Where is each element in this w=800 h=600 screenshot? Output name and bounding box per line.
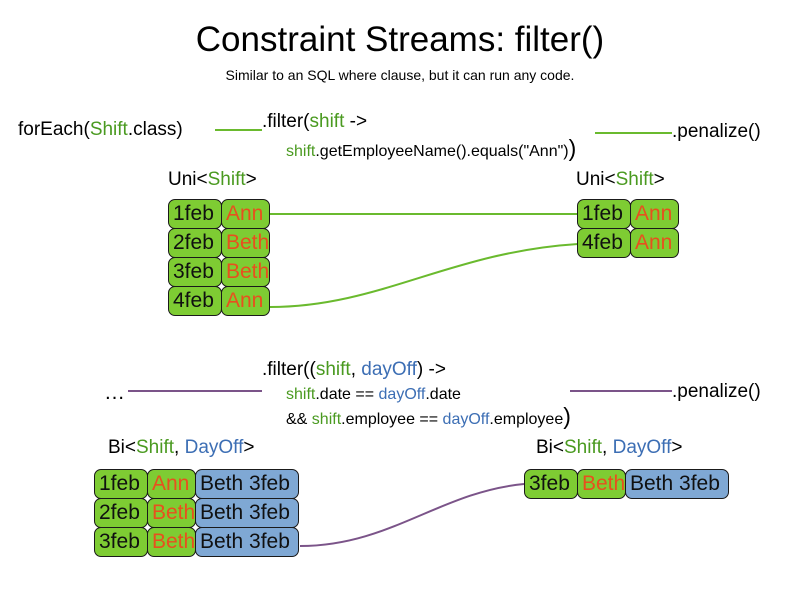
bi-output-label: Bi<Shift, DayOff> [536,436,682,459]
cell-date: 4feb [168,286,222,316]
table-row[interactable]: 1feb Ann [168,199,270,229]
bi-input-label: Bi<Shift, DayOff> [108,436,254,459]
table-row[interactable]: 4feb Ann [168,286,270,316]
bi-output-table: 3feb Beth Beth 3feb [524,469,729,499]
cell-date: 1feb [577,199,631,229]
cell-name: Beth [221,228,270,258]
bi-filter-arrow: ) -> [416,359,446,380]
bi-filter-l3-prefix: && [286,411,312,428]
uni-filter-body-var: shift [286,143,316,160]
uni-filter-line1: .filter(shift -> [262,110,367,133]
bi-filter-head: .filter(( [262,359,316,380]
uni-input-label-suffix: > [245,169,257,190]
bi-output-label-type2: DayOff [612,437,672,458]
bi-output-label-suffix: > [671,437,683,458]
bi-input-label-prefix: Bi< [108,437,136,458]
bi-filter-close: ) [563,403,571,429]
uni-output-label-type: Shift [615,169,654,190]
bi-input-label-type1: Shift [136,437,175,458]
cell-date: 3feb [94,527,148,557]
uni-input-label-prefix: Uni< [168,169,208,190]
foreach-expression: forEach(Shift.class) [18,118,183,141]
uni-filter-head: .filter( [262,111,310,132]
cell-date: 1feb [168,199,222,229]
cell-date: 2feb [94,498,148,528]
cell-date: 3feb [168,257,222,287]
uni-input-label-type: Shift [207,169,246,190]
foreach-type: Shift [89,119,128,140]
foreach-prefix: forEach( [18,119,90,140]
bi-filter-l2-var2: dayOff [378,386,426,403]
table-row[interactable]: 3feb Beth [168,257,270,287]
cell-dayoff: Beth 3feb [195,469,299,499]
cell-date: 2feb [168,228,222,258]
table-row[interactable]: 3feb Beth Beth 3feb [524,469,729,499]
bi-filter-param1: shift [315,359,351,380]
bi-output-label-comma: , [602,437,613,458]
cell-name: Ann [630,228,679,258]
bi-input-table: 1feb Ann Beth 3feb 2feb Beth Beth 3feb 3… [94,469,299,557]
uni-output-label-suffix: > [653,169,665,190]
page-subtitle: Similar to an SQL where clause, but it c… [225,67,575,83]
bi-filter-l3-mid: .employee == [341,411,443,428]
table-row[interactable]: 4feb Ann [577,228,679,258]
cell-dayoff: Beth 3feb [625,469,729,499]
page-title: Constraint Streams: filter() [195,20,605,59]
cell-name: Ann [221,199,270,229]
bi-penalize: .penalize() [672,381,761,402]
uni-filter-line2: shift.getEmployeeName().equals("Ann")) [286,137,576,163]
table-row[interactable]: 3feb Beth Beth 3feb [94,527,299,557]
uni-filter-body-rest: .getEmployeeName().equals("Ann") [315,143,569,160]
cell-name: Ann [147,469,196,499]
bi-filter-comma: , [350,359,362,380]
uni-filter-arrow: -> [344,111,368,132]
bi-output-label-type1: Shift [564,437,603,458]
cell-dayoff: Beth 3feb [195,527,299,557]
table-row[interactable]: 1feb Ann [577,199,679,229]
bi-source-ellipsis: … [104,381,127,404]
cell-date: 3feb [524,469,578,499]
bi-filter-line1: .filter((shift, dayOff) -> [262,358,446,381]
cell-name: Beth [147,498,196,528]
bi-filter-l3-end: .employee [489,411,564,428]
cell-dayoff: Beth 3feb [195,498,299,528]
cell-name: Beth [221,257,270,287]
bi-filter-line2: shift.date == dayOff.date [286,383,461,406]
cell-name: Ann [221,286,270,316]
cell-date: 1feb [94,469,148,499]
bi-filter-l2-mid: .date == [315,386,379,403]
foreach-suffix: .class) [127,119,183,140]
wire-uni-row4 [269,243,579,308]
bi-input-label-comma: , [174,437,185,458]
table-row[interactable]: 2feb Beth [168,228,270,258]
cell-name: Beth [147,527,196,557]
table-row[interactable]: 1feb Ann Beth 3feb [94,469,299,499]
bi-filter-l2-end: .date [425,386,461,403]
cell-name: Ann [630,199,679,229]
bi-filter-line3: && shift.employee == dayOff.employee) [286,405,571,431]
uni-output-label: Uni<Shift> [576,168,665,191]
bi-output-label-prefix: Bi< [536,437,564,458]
cell-name: Beth [577,469,626,499]
cell-date: 4feb [577,228,631,258]
uni-output-table: 1feb Ann 4feb Ann [577,199,679,258]
uni-penalize: .penalize() [672,121,761,142]
bi-input-label-type2: DayOff [184,437,244,458]
table-row[interactable]: 2feb Beth Beth 3feb [94,498,299,528]
uni-input-label: Uni<Shift> [168,168,257,191]
bi-filter-l3-var2: dayOff [442,411,490,428]
uni-filter-close: ) [568,135,577,161]
bi-filter-l3-var1: shift [311,411,342,428]
wire-bi-row3 [299,483,525,547]
uni-output-label-prefix: Uni< [576,169,616,190]
bi-filter-l2-var1: shift [286,386,316,403]
uni-filter-param: shift [309,111,345,132]
bi-filter-param2: dayOff [361,359,417,380]
bi-input-label-suffix: > [243,437,255,458]
uni-input-table: 1feb Ann 2feb Beth 3feb Beth 4feb Ann [168,199,270,316]
